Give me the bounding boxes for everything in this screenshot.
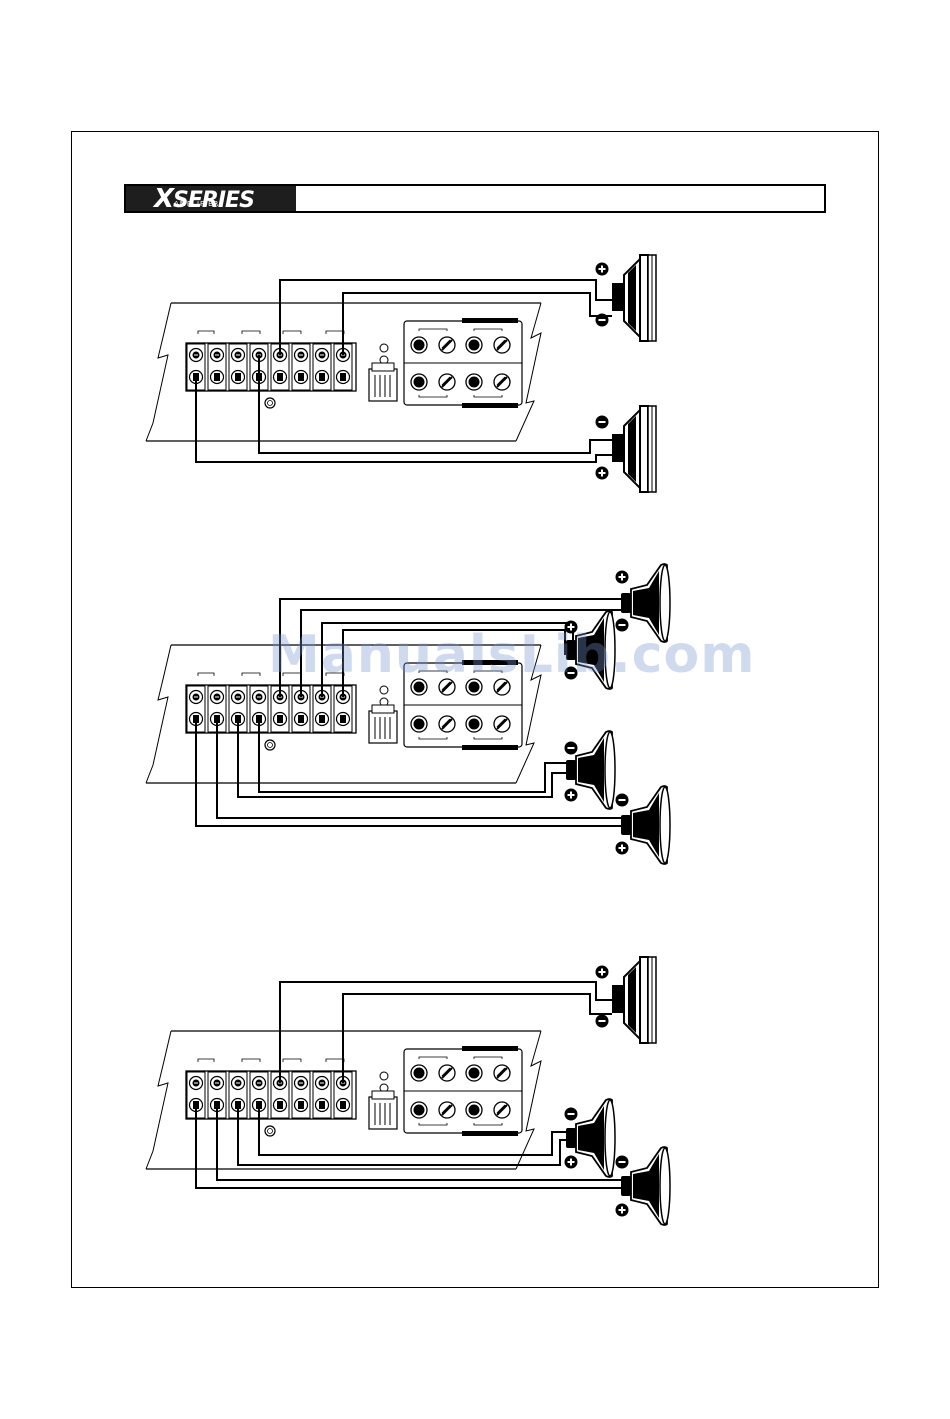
plus-icon <box>616 1204 629 1217</box>
minus-icon <box>596 416 609 429</box>
minus-icon <box>565 1108 578 1121</box>
diagram-3 <box>146 957 670 1225</box>
plus-icon <box>616 842 629 855</box>
diagram-1 <box>146 255 656 492</box>
cone-speaker-2d <box>621 786 670 864</box>
plus-icon <box>596 263 609 276</box>
minus-icon <box>565 742 578 755</box>
watermark-text: ManualsLib.com <box>268 625 755 685</box>
woofer-speaker-1b <box>612 406 656 492</box>
plus-icon <box>596 966 609 979</box>
diagram-2 <box>146 564 670 864</box>
minus-icon <box>616 1156 629 1169</box>
cone-speaker-3c <box>621 1147 670 1225</box>
woofer-speaker-1a <box>612 255 656 341</box>
minus-icon <box>596 314 609 327</box>
plus-icon <box>565 789 578 802</box>
woofer-speaker-3a <box>612 957 656 1043</box>
plus-icon <box>616 571 629 584</box>
minus-icon <box>616 794 629 807</box>
plus-icon <box>596 467 609 480</box>
minus-icon <box>596 1015 609 1028</box>
plus-icon <box>565 1156 578 1169</box>
